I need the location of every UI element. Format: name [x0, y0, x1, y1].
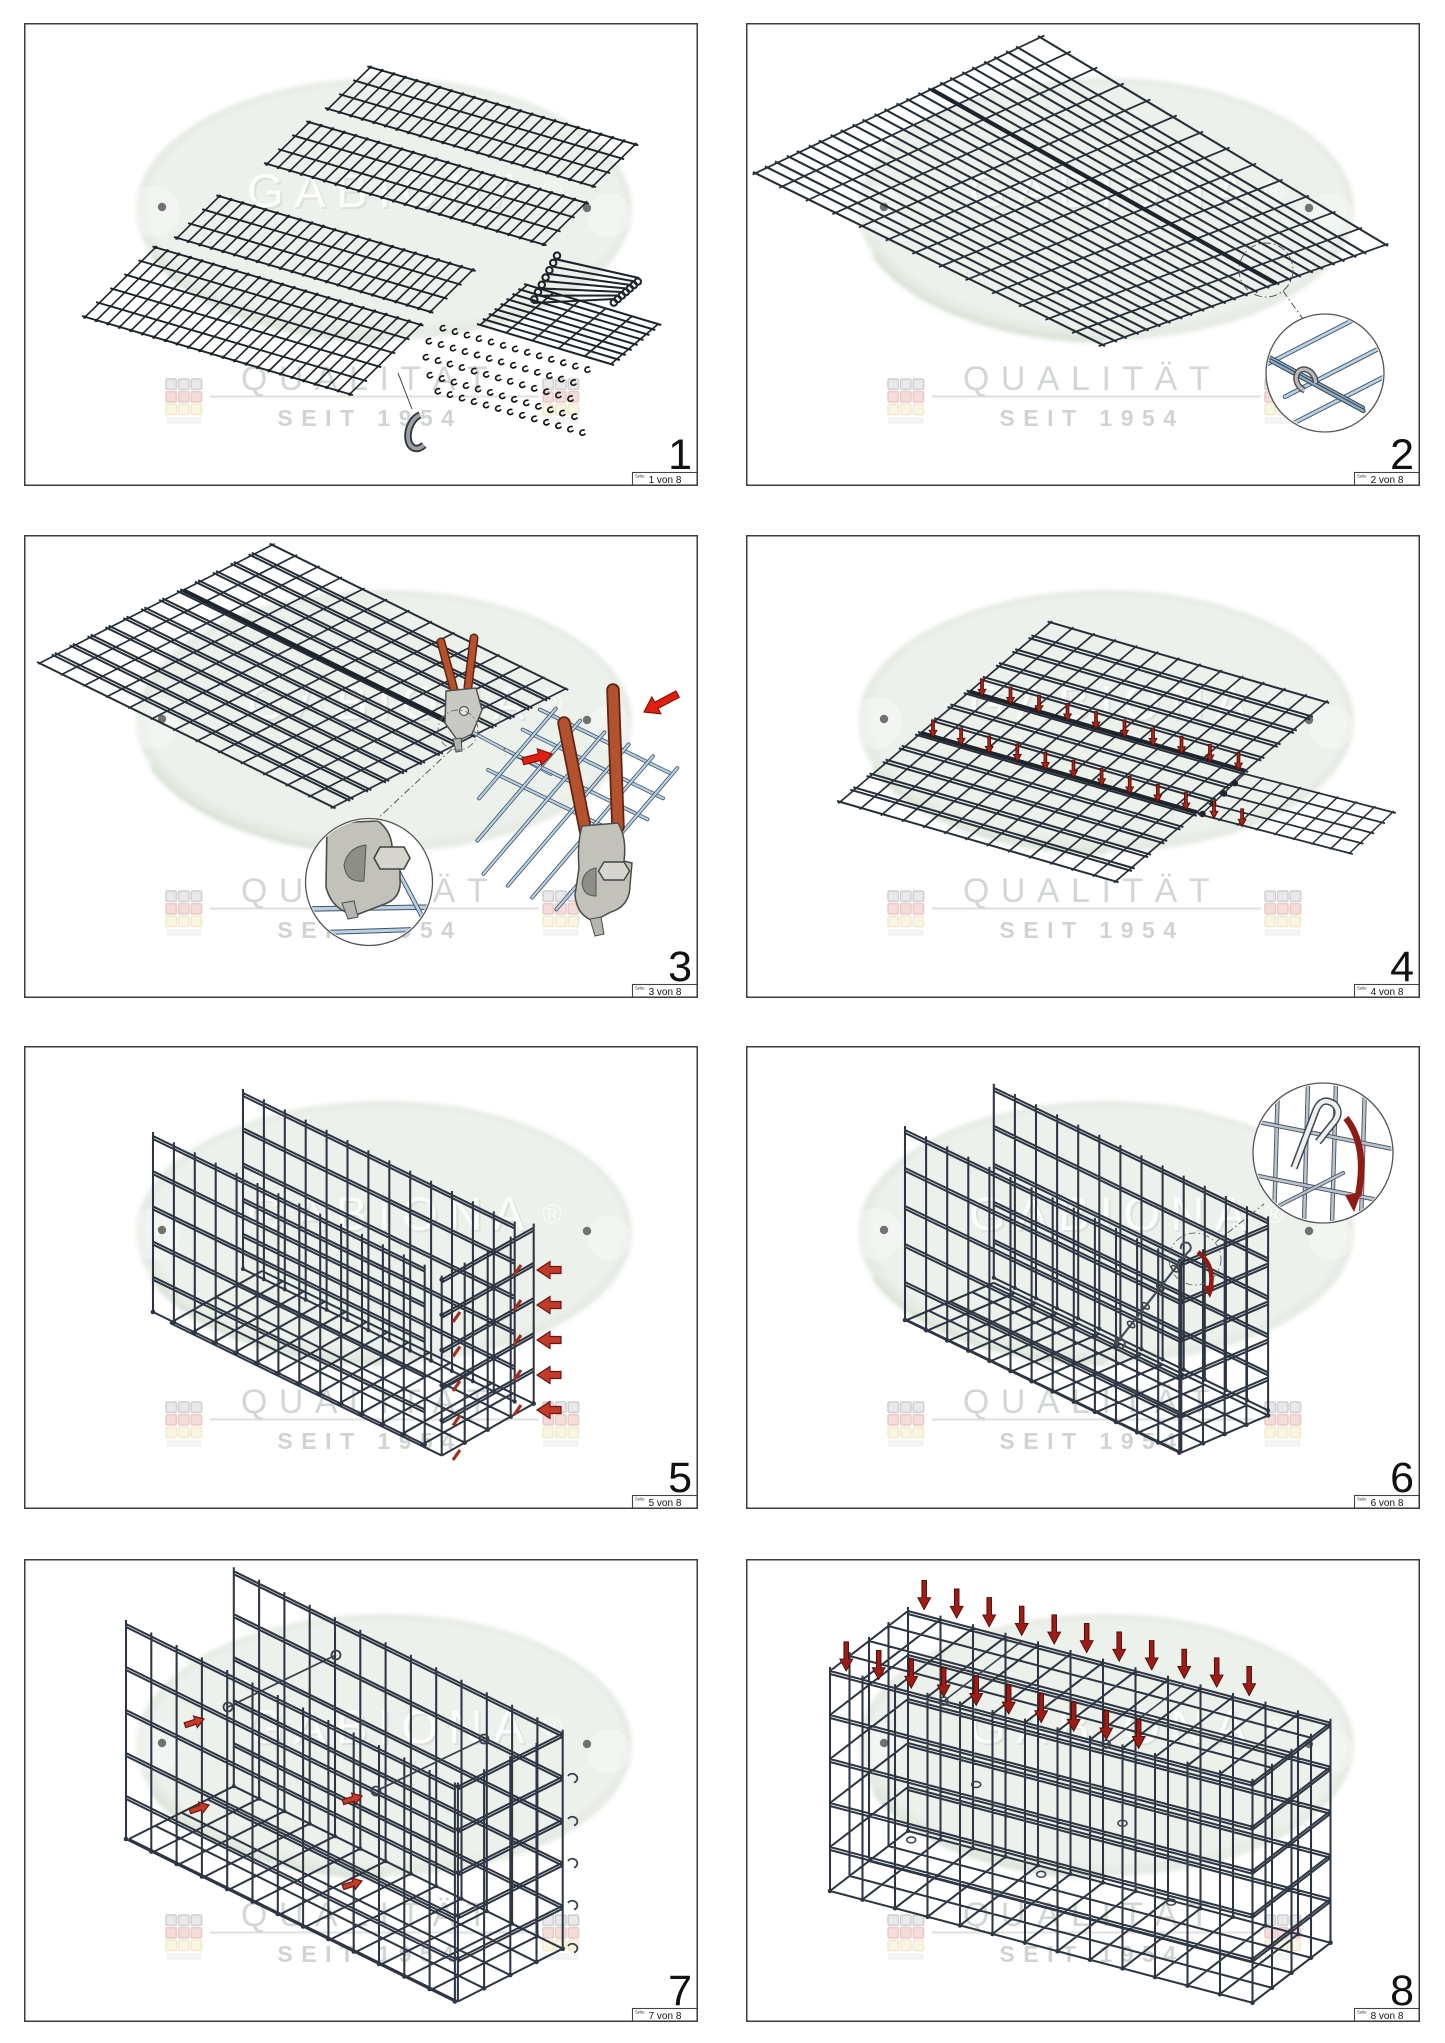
- svg-text:SEIT 1954: SEIT 1954: [277, 1428, 462, 1454]
- svg-text:GABIONA: GABIONA: [247, 676, 535, 729]
- svg-text:®: ®: [542, 1199, 562, 1229]
- svg-text:GABIONA: GABIONA: [247, 1187, 535, 1240]
- svg-text:Seite: Seite: [635, 2010, 645, 2015]
- svg-text:SEIT 1954: SEIT 1954: [277, 1941, 462, 1967]
- svg-text:3: 3: [668, 943, 692, 991]
- svg-text:Seite: Seite: [635, 986, 645, 991]
- svg-text:1 von 8: 1 von 8: [649, 475, 682, 486]
- svg-text:QUALITÄT: QUALITÄT: [963, 1896, 1221, 1934]
- svg-text:®: ®: [542, 688, 562, 718]
- svg-text:Seite: Seite: [1357, 474, 1367, 479]
- svg-text:QUALITÄT: QUALITÄT: [963, 360, 1221, 398]
- svg-text:2: 2: [1390, 431, 1414, 479]
- svg-text:4: 4: [1390, 943, 1414, 991]
- svg-text:QUALITÄT: QUALITÄT: [963, 872, 1221, 910]
- svg-text:5: 5: [668, 1454, 692, 1502]
- svg-text:SEIT 1954: SEIT 1954: [999, 917, 1184, 943]
- svg-text:Seite: Seite: [635, 1497, 645, 1502]
- svg-text:2 von 8: 2 von 8: [1371, 475, 1404, 486]
- svg-text:Seite: Seite: [1357, 986, 1367, 991]
- svg-text:5 von 8: 5 von 8: [649, 1498, 682, 1509]
- svg-text:SEIT 1954: SEIT 1954: [999, 1428, 1184, 1454]
- svg-text:SEIT 1954: SEIT 1954: [277, 405, 462, 431]
- svg-text:SEIT 1954: SEIT 1954: [999, 1941, 1184, 1967]
- svg-text:8: 8: [1390, 1967, 1414, 2015]
- svg-text:QUALITÄT: QUALITÄT: [963, 1383, 1221, 1421]
- svg-text:Seite: Seite: [635, 474, 645, 479]
- svg-text:®: ®: [1264, 176, 1284, 206]
- svg-text:1: 1: [668, 431, 692, 479]
- svg-text:Seite: Seite: [1357, 1497, 1367, 1502]
- svg-text:8 von 8: 8 von 8: [1371, 2011, 1404, 2022]
- svg-text:6 von 8: 6 von 8: [1371, 1498, 1404, 1509]
- svg-text:6: 6: [1390, 1454, 1414, 1502]
- svg-text:7: 7: [668, 1967, 692, 2015]
- svg-text:7 von 8: 7 von 8: [649, 2011, 682, 2022]
- svg-text:3 von 8: 3 von 8: [649, 987, 682, 998]
- svg-text:Seite: Seite: [1357, 2010, 1367, 2015]
- svg-text:SEIT 1954: SEIT 1954: [999, 405, 1184, 431]
- svg-text:4 von 8: 4 von 8: [1371, 987, 1404, 998]
